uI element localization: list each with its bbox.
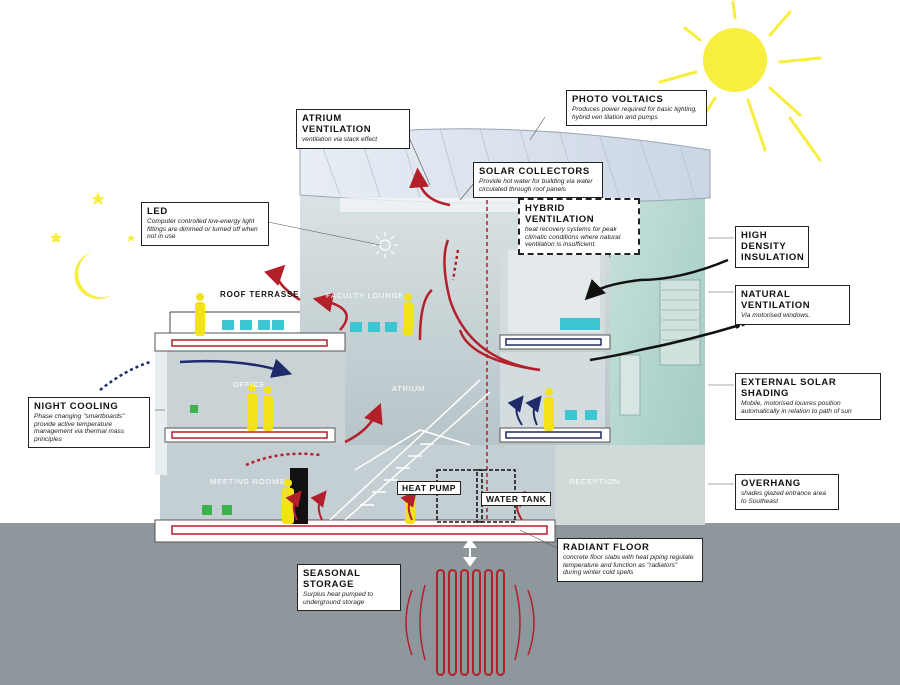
callout-title: SEASONAL STORAGE xyxy=(303,568,361,590)
callout-title: OVERHANG xyxy=(741,478,801,489)
callout-desc: Phase changing "smartboards" provide act… xyxy=(34,413,125,443)
callout-title: HIGH DENSITY INSULATION xyxy=(741,230,805,263)
seasonal-storage-tubes xyxy=(405,538,535,676)
callout-desc: shades glazed entrance area to Southeast xyxy=(741,490,827,505)
warm-air-flow xyxy=(245,167,541,467)
callout-night-cooling: NIGHT COOLING Phase changing "smartboard… xyxy=(28,397,150,449)
star-icon xyxy=(50,192,135,243)
radiant-pipes xyxy=(171,339,548,535)
callout-external-solar-shading: EXTERNAL SOLAR SHADING Mobile, motorised… xyxy=(735,373,881,421)
callout-title: NIGHT COOLING xyxy=(34,401,119,412)
sun-icon xyxy=(658,0,822,162)
callout-atrium-ventilation: ATRIUM VENTILATION ventilation via stack… xyxy=(296,109,410,149)
callout-title: ATRIUM VENTILATION xyxy=(302,113,372,135)
callout-overhang: OVERHANG shades glazed entrance area to … xyxy=(735,474,839,511)
callout-radiant-floor: RADIANT FLOOR concrete floor slabs with … xyxy=(557,538,703,582)
callout-desc: Computer controlled low-energy light fit… xyxy=(147,218,258,241)
callout-photo-voltaics: PHOTO VOLTAICS Produces power required f… xyxy=(566,90,707,127)
chair-icon xyxy=(222,318,600,420)
callout-desc: ventilation via stack effect xyxy=(302,136,378,143)
callout-desc: heat recovery systems for peak climatic … xyxy=(525,226,621,249)
callout-led: LED Computer controlled low-energy light… xyxy=(141,202,269,246)
callout-title: HYBRID VENTILATION xyxy=(525,203,595,225)
room-label-meeting-rooms: MEETING ROOMS xyxy=(210,477,285,486)
room-label-office: OFFICE xyxy=(233,380,266,389)
heat-pump-box xyxy=(436,469,483,523)
callout-desc: concrete floor slabs with heat piping re… xyxy=(563,554,694,577)
moon-icon xyxy=(74,252,112,300)
callout-natural-ventilation: NATURAL VENTILATION Via motorised window… xyxy=(735,285,850,325)
callout-title: SOLAR COLLECTORS xyxy=(479,166,590,177)
callout-seasonal-storage: SEASONAL STORAGE Surplus heat pumped to … xyxy=(297,564,401,612)
water-tank-label: WATER TANK xyxy=(481,492,552,506)
callout-title: RADIANT FLOOR xyxy=(563,542,650,553)
callout-title: EXTERNAL SOLAR SHADING xyxy=(741,377,837,399)
callout-title: NATURAL VENTILATION xyxy=(741,289,811,311)
callout-desc: Surplus heat pumped to underground stora… xyxy=(303,591,374,606)
room-label-roof-terrasse: ROOF TERRASSE xyxy=(220,290,300,299)
atrium-stair xyxy=(329,379,491,521)
callout-desc: Produces power required for basic lighti… xyxy=(572,106,697,121)
room-label-faculty-lounge: FACULTY LOUNGE xyxy=(326,291,405,300)
callout-desc: Provide hot water for building via water… xyxy=(479,178,593,193)
cool-air-flow xyxy=(99,358,542,426)
callout-desc: Via motorised windows. xyxy=(741,312,811,319)
callout-high-density-insulation: HIGH DENSITY INSULATION xyxy=(735,226,809,268)
callout-title: PHOTO VOLTAICS xyxy=(572,94,664,105)
callout-title: LED xyxy=(147,206,168,217)
room-label-atrium: ATRIUM xyxy=(392,384,425,393)
callout-hybrid-ventilation: HYBRID VENTILATION heat recovery systems… xyxy=(518,198,640,255)
callout-solar-collectors: SOLAR COLLECTORS Provide hot water for b… xyxy=(473,162,603,199)
callout-desc: Mobile, motorised louvres position autom… xyxy=(741,400,852,415)
heat-pump-label: HEAT PUMP xyxy=(397,481,461,495)
room-label-reception: RECEPTION xyxy=(569,477,620,486)
